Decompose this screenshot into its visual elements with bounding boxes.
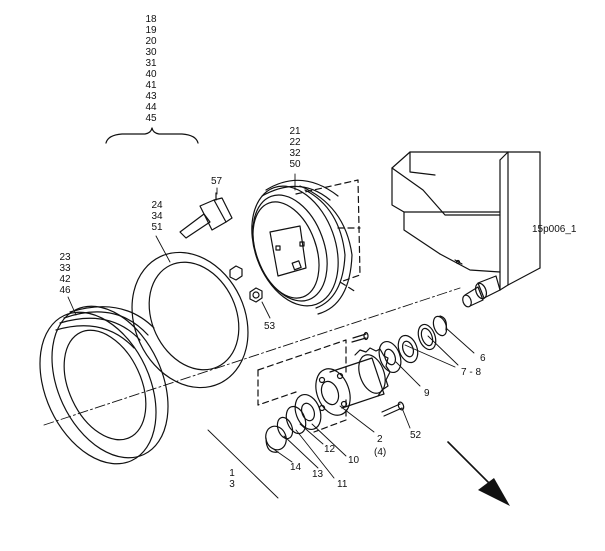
assembly-axis-line bbox=[43, 287, 461, 426]
callout-14: 14 bbox=[290, 462, 302, 473]
callout-9: 9 bbox=[424, 388, 430, 399]
tire bbox=[39, 305, 169, 465]
callout-13: 13 bbox=[312, 469, 324, 480]
callout: 41 bbox=[145, 80, 157, 91]
leader-lines bbox=[67, 173, 475, 499]
callout-2-qty: (4) bbox=[374, 447, 387, 458]
bearing-left bbox=[265, 393, 322, 453]
callout-valve: 57 bbox=[211, 176, 223, 187]
bearing-right bbox=[378, 315, 448, 374]
callout: 43 bbox=[145, 91, 157, 102]
callout: 34 bbox=[151, 211, 163, 222]
drawing-id: 15p006_1 bbox=[532, 224, 577, 235]
callout-7-8: 7 - 8 bbox=[461, 367, 482, 378]
callout: 51 bbox=[151, 222, 163, 233]
nut bbox=[229, 265, 263, 303]
hub-assembly bbox=[257, 331, 405, 433]
callout-10: 10 bbox=[348, 455, 360, 466]
callout: 22 bbox=[289, 137, 301, 148]
callout: 42 bbox=[59, 274, 71, 285]
top-callout-group: 18 19 20 30 31 40 41 43 44 45 bbox=[139, 14, 163, 124]
callout: 33 bbox=[59, 263, 71, 274]
tube-callout-group: 24 34 51 bbox=[145, 200, 169, 233]
inner-tube bbox=[131, 251, 249, 389]
callout: 19 bbox=[145, 25, 157, 36]
top-group-brace bbox=[105, 127, 199, 144]
callout: 18 bbox=[145, 14, 157, 25]
callout: 23 bbox=[59, 252, 71, 263]
callout: 31 bbox=[145, 58, 157, 69]
callout-11: 11 bbox=[337, 479, 348, 490]
callout: 40 bbox=[145, 69, 157, 80]
bottom-callout-group: 1 3 bbox=[222, 468, 242, 490]
callout: 20 bbox=[145, 36, 157, 47]
axle-frame bbox=[391, 151, 541, 308]
callout: 1 bbox=[229, 468, 235, 479]
callout-12: 12 bbox=[324, 444, 336, 455]
callout: 50 bbox=[289, 159, 301, 170]
callout-nut: 53 bbox=[264, 321, 276, 332]
valve-stem bbox=[179, 192, 233, 239]
callout: 32 bbox=[289, 148, 301, 159]
tire-callout-group: 23 33 42 46 bbox=[53, 252, 77, 296]
callout: 21 bbox=[289, 126, 301, 137]
wheel-rim bbox=[251, 179, 361, 315]
direction-arrow bbox=[447, 441, 510, 506]
callout-2: 2 bbox=[377, 434, 383, 445]
callout: 24 bbox=[151, 200, 163, 211]
callout: 45 bbox=[145, 113, 157, 124]
callout: 46 bbox=[59, 285, 71, 296]
callout: 44 bbox=[145, 102, 157, 113]
callout: 3 bbox=[229, 479, 235, 490]
rim-callout-group: 21 22 32 50 bbox=[283, 126, 307, 170]
callout-52: 52 bbox=[410, 430, 422, 441]
callout-6: 6 bbox=[480, 353, 486, 364]
callout: 30 bbox=[145, 47, 157, 58]
